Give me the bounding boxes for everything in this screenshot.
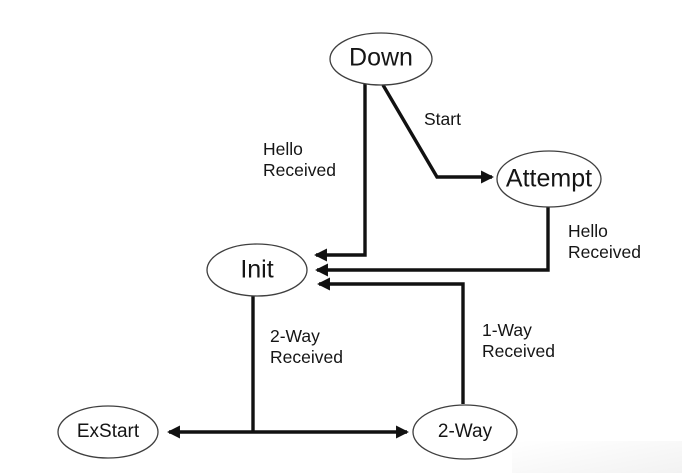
state-label-down: Down bbox=[349, 43, 413, 72]
edge-label-hello-received-right: Hello Received bbox=[568, 221, 641, 262]
state-label-twoway: 2-Way bbox=[437, 421, 493, 442]
edge-attempt-to-init-arrow bbox=[315, 206, 550, 277]
state-ellipse-twoway bbox=[412, 404, 518, 460]
state-ellipse-init bbox=[206, 243, 308, 297]
edge-down-to-attempt-arrow bbox=[381, 84, 494, 184]
state-ellipse-exstart bbox=[57, 405, 159, 459]
state-label-init: Init bbox=[240, 255, 274, 284]
edge-twoway-to-init-arrow bbox=[317, 277, 465, 404]
state-label-attempt: Attempt bbox=[505, 164, 593, 193]
state-label-exstart: ExStart bbox=[76, 421, 140, 442]
corner-shade-artifact bbox=[512, 441, 682, 473]
edge-label-one-way-received: 1-Way Received bbox=[482, 320, 555, 361]
edge-label-hello-received-left: Hello Received bbox=[263, 139, 336, 180]
edge-label-start: Start bbox=[424, 109, 461, 129]
edge-label-two-way-received: 2-Way Received bbox=[270, 326, 343, 367]
state-ellipse-down bbox=[329, 32, 433, 86]
edge-down-to-init-arrow bbox=[314, 84, 367, 262]
state-ellipse-attempt bbox=[496, 150, 602, 208]
